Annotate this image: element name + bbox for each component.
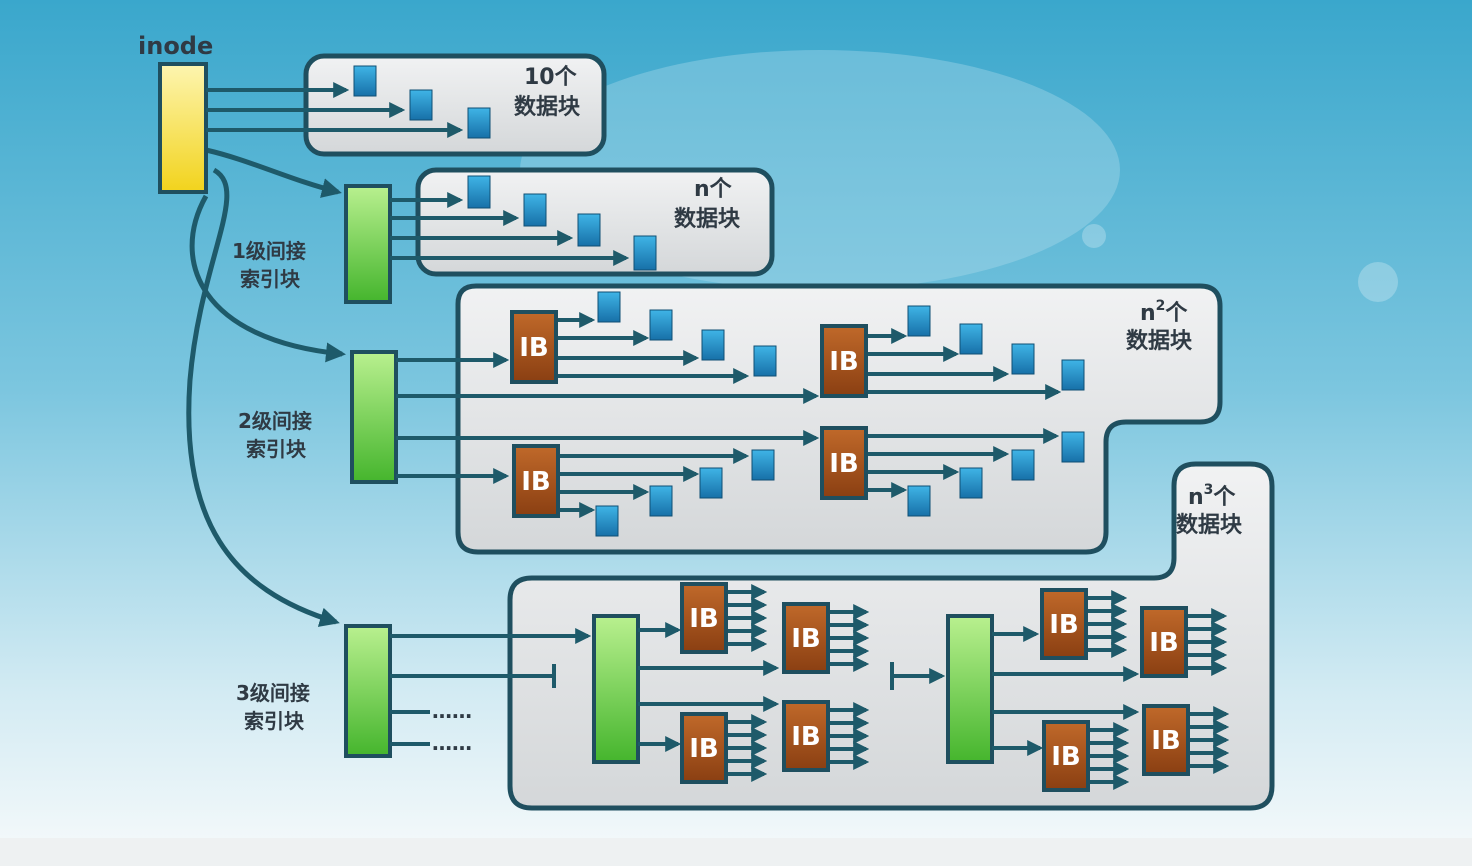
- data-block: [1011, 343, 1035, 375]
- data-block: [649, 485, 673, 517]
- data-block: [633, 235, 657, 271]
- indirect-block-label: IB: [829, 449, 859, 479]
- indirect-block-label: IB: [1051, 742, 1081, 772]
- indirect-block: [820, 426, 868, 500]
- triple-label-line1: 3级间接: [236, 681, 310, 705]
- indirect-block: [510, 310, 558, 384]
- indirect-block: [782, 700, 830, 772]
- triple-count-suffix: 个: [1213, 485, 1236, 510]
- data-block: [1061, 431, 1085, 463]
- double-label-line1: 2级间接: [238, 409, 312, 433]
- triple-label-line2: 索引块: [244, 709, 305, 733]
- double-label-line2: 索引块: [246, 437, 307, 461]
- data-block: [699, 467, 723, 499]
- data-blocks: [353, 65, 1085, 537]
- single-unit: 数据块: [674, 206, 741, 232]
- indirect-block-label: IB: [1049, 610, 1079, 640]
- inode-label: inode: [138, 32, 213, 60]
- triple-second-level-index-block: [592, 614, 640, 764]
- data-block: [907, 485, 931, 517]
- double-count-exponent: 2: [1156, 298, 1166, 314]
- single-indirect-index-block: [344, 184, 392, 304]
- pointer-to-single: [205, 147, 342, 198]
- indirect-block: [680, 712, 728, 784]
- data-block: [597, 291, 621, 323]
- inode-block: [158, 62, 208, 194]
- indirect-block: [1142, 704, 1190, 776]
- data-block: [1011, 449, 1035, 481]
- arrows: [206, 82, 1230, 790]
- data-block: [467, 175, 491, 209]
- indirect-block: [1042, 720, 1090, 792]
- triple-second-level-index-block: [946, 614, 994, 764]
- data-block: [467, 107, 491, 139]
- data-block: [523, 193, 547, 227]
- indirect-block-label: IB: [1151, 726, 1181, 756]
- bottom-band: [0, 838, 1472, 866]
- data-block: [409, 89, 433, 121]
- indirect-block-label: IB: [829, 347, 859, 377]
- triple-unit: 数据块: [1176, 512, 1243, 538]
- indirect-block: [1140, 606, 1188, 678]
- triple-count-exponent: 3: [1204, 482, 1214, 498]
- double-indirect-index-block: [350, 350, 398, 484]
- direct-unit: 数据块: [514, 94, 581, 120]
- data-block: [577, 213, 601, 247]
- indirect-block-label: IB: [521, 467, 551, 497]
- double-count-suffix: 个: [1165, 301, 1188, 326]
- data-block: [751, 449, 775, 481]
- indirect-blocks: IB IB IB IB IB IB IB IB IB IB IB IB: [510, 310, 1190, 792]
- pointer-to-triple: [186, 167, 340, 627]
- single-label-line2: 索引块: [240, 267, 301, 291]
- double-unit: 数据块: [1126, 328, 1193, 354]
- data-block: [649, 309, 673, 341]
- double-count: n2个: [1140, 298, 1188, 326]
- single-count: n个: [694, 177, 733, 202]
- data-block: [595, 505, 619, 537]
- indirect-block-label: IB: [519, 333, 549, 363]
- data-block: [701, 329, 725, 361]
- indirect-block-label: IB: [791, 624, 821, 654]
- background-bubble: [1082, 224, 1106, 248]
- indirect-block: [782, 602, 830, 674]
- indirect-block: [820, 324, 868, 398]
- data-block: [959, 323, 983, 355]
- indirect-block: [512, 444, 560, 518]
- data-block: [1061, 359, 1085, 391]
- indirect-block-label: IB: [791, 722, 821, 752]
- inode-pointers: [186, 147, 346, 627]
- indirect-block: [1040, 588, 1088, 660]
- indirect-block-label: IB: [1149, 628, 1179, 658]
- background-bubble: [1358, 262, 1398, 302]
- single-label-line1: 1级间接: [232, 239, 306, 263]
- indirect-block-label: IB: [689, 734, 719, 764]
- indirect-block-label: IB: [689, 604, 719, 634]
- triple-count-base: n: [1188, 485, 1204, 510]
- data-block: [353, 65, 377, 97]
- direct-count: 10个: [524, 65, 578, 90]
- ellipsis: ……: [432, 699, 472, 723]
- ellipsis: ……: [432, 731, 472, 755]
- data-block: [753, 345, 777, 377]
- data-block: [959, 467, 983, 499]
- data-block: [907, 305, 931, 337]
- indirect-block: [680, 582, 728, 654]
- triple-index-pointers: [390, 628, 946, 746]
- pointer-to-double: [189, 194, 346, 363]
- triple-indirect-index-block: [344, 624, 392, 758]
- triple-count: n3个: [1188, 482, 1236, 510]
- double-count-base: n: [1140, 301, 1156, 326]
